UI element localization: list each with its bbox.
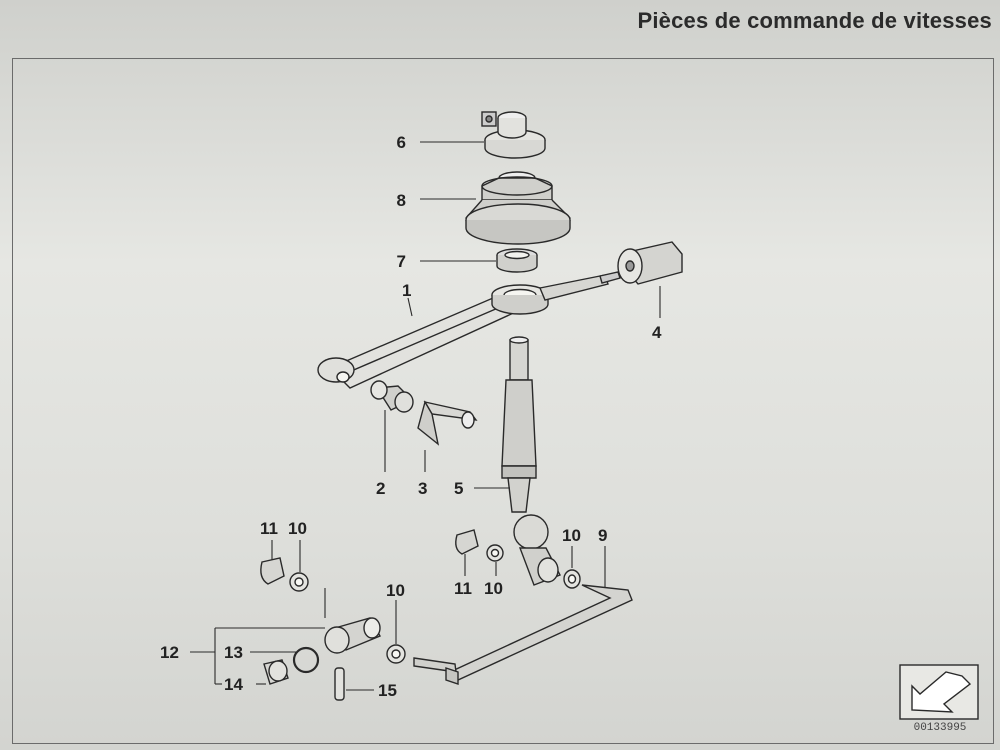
page-title: Pièces de commande de vitesses <box>637 8 992 33</box>
part-10-washer-right[interactable] <box>563 569 581 589</box>
callout-9: 9 <box>598 526 607 545</box>
callout-6: 6 <box>397 133 406 152</box>
part-10-washer-bottom[interactable] <box>386 644 406 664</box>
part-6-clamp[interactable] <box>481 111 546 159</box>
diagram-frame <box>12 58 994 744</box>
callout-7: 7 <box>397 252 406 271</box>
navigation-arrow-box[interactable] <box>899 664 979 720</box>
callout-2: 2 <box>376 479 385 498</box>
part-14-bush[interactable] <box>263 659 289 685</box>
arrow-icon <box>911 671 972 713</box>
part-4-damper[interactable] <box>599 241 683 285</box>
callout-8: 8 <box>397 191 406 210</box>
callout-10-right: 10 <box>562 526 581 545</box>
callout-11-center: 11 <box>454 579 472 598</box>
callout-4: 4 <box>652 323 662 342</box>
leader-lines <box>190 141 661 691</box>
part-10-washer-center[interactable] <box>486 544 504 562</box>
part-15-pin[interactable] <box>334 667 345 701</box>
callout-3: 3 <box>418 479 427 498</box>
callout-12: 12 <box>160 643 179 662</box>
part-13-ring[interactable] <box>292 646 320 674</box>
callout-13: 13 <box>224 643 243 662</box>
callout-15: 15 <box>378 681 397 700</box>
part-9-selector-rod[interactable] <box>413 584 633 685</box>
catalog-number: 00133995 <box>913 722 967 734</box>
callout-10-bottom: 10 <box>386 581 405 600</box>
callout-10-left: 10 <box>288 519 307 538</box>
callout-1: 1 <box>402 281 411 300</box>
part-3-bracket[interactable] <box>417 400 478 446</box>
callout-5: 5 <box>454 479 463 498</box>
callout-14: 14 <box>224 675 243 694</box>
part-8-boot[interactable] <box>465 171 571 245</box>
part-11-clip-left[interactable] <box>260 557 285 585</box>
part-5-shift-lever[interactable] <box>501 336 561 586</box>
part-10-washer-left[interactable] <box>289 572 309 592</box>
callout-10-center: 10 <box>484 579 503 598</box>
part-1-shift-arm[interactable] <box>317 274 609 389</box>
part-7-bushing[interactable] <box>496 248 538 273</box>
callout-11-left: 11 <box>260 519 278 538</box>
part-12-joint[interactable] <box>324 617 381 654</box>
part-2-bushing[interactable] <box>370 380 414 413</box>
part-11-clip-center[interactable] <box>455 529 479 555</box>
